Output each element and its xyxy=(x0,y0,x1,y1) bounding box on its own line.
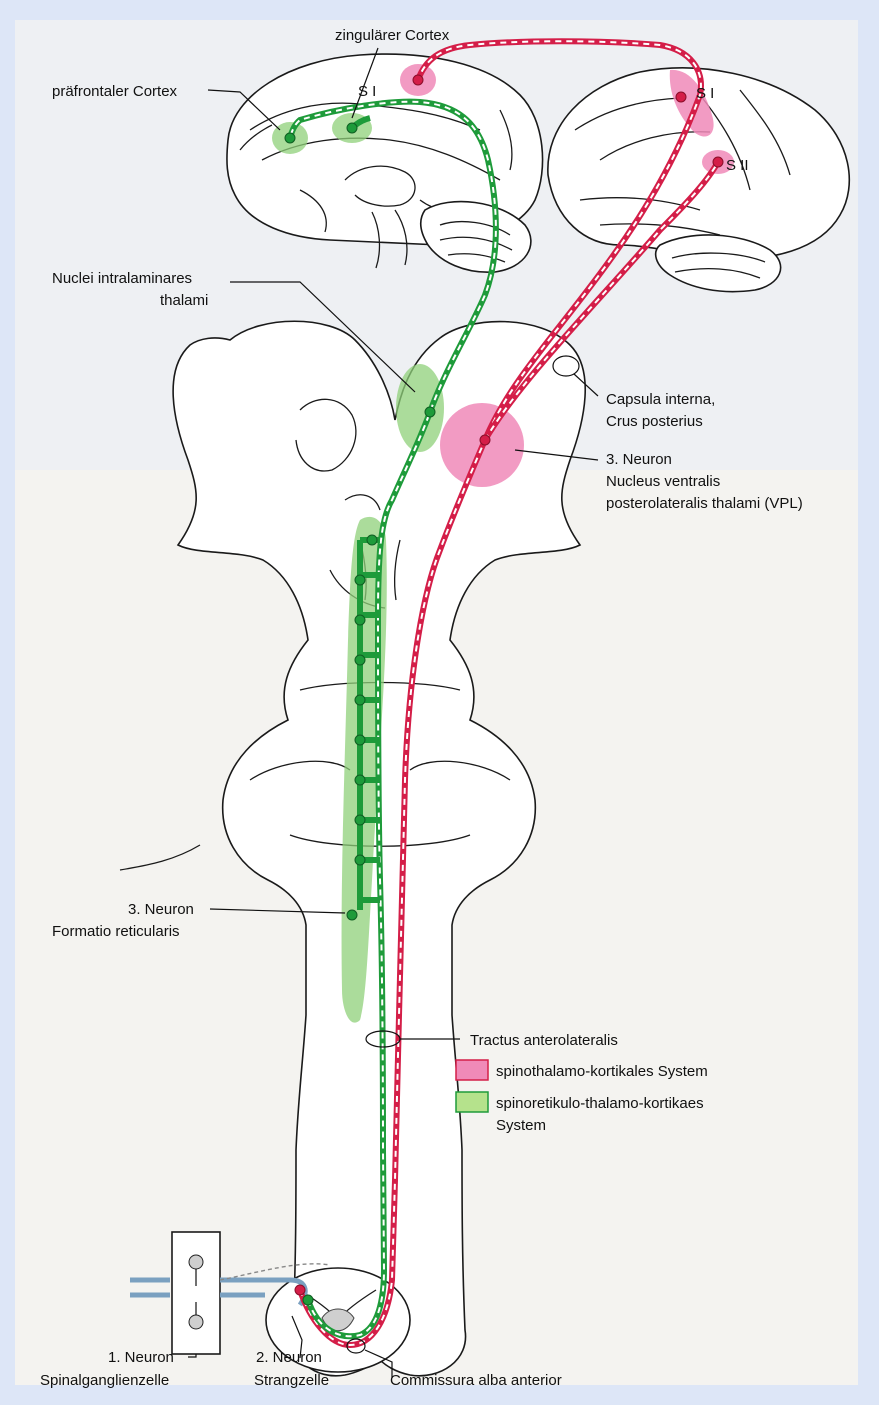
legend-swatch-spinothalamic xyxy=(456,1060,488,1080)
label-capsula-2: Crus posterius xyxy=(606,413,703,430)
label-capsula-1: Capsula interna, xyxy=(606,391,715,408)
label-tractus: Tractus anterolateralis xyxy=(470,1032,618,1049)
label-neuron2-2: Strangzelle xyxy=(254,1372,329,1389)
label-s1-medial: S I xyxy=(358,83,376,100)
legend-label-spinoreticular-2: System xyxy=(496,1117,546,1134)
label-vpl-3: posterolateralis thalami (VPL) xyxy=(606,495,803,512)
label-s1-lateral: S I xyxy=(696,85,714,102)
label-neuron2-1: 2. Neuron xyxy=(256,1349,322,1366)
label-intralaminar-1: Nuclei intralaminares xyxy=(52,270,192,287)
label-vpl-2: Nucleus ventralis xyxy=(606,473,720,490)
legend-label-spinothalamic: spinothalamo-kortikales System xyxy=(496,1063,708,1080)
legend-swatch-spinoreticular xyxy=(456,1092,488,1112)
label-intralaminar-2: thalami xyxy=(160,292,208,309)
label-commissura: Commissura alba anterior xyxy=(390,1372,562,1389)
label-vpl-1: 3. Neuron xyxy=(606,451,672,468)
legend-label-spinoreticular-1: spinoretikulo-thalamo-kortikaes xyxy=(496,1095,704,1112)
label-prefrontal: präfrontaler Cortex xyxy=(52,83,178,100)
label-s2: S II xyxy=(726,157,749,174)
label-reticularis-1: 3. Neuron xyxy=(128,901,194,918)
label-cingulate: zingulärer Cortex xyxy=(335,27,450,44)
label-neuron1-2: Spinalganglienzelle xyxy=(40,1372,169,1389)
spinal-ganglion-box xyxy=(172,1232,220,1354)
label-neuron1-1: 1. Neuron xyxy=(108,1349,174,1366)
label-reticularis-2: Formatio reticularis xyxy=(52,923,180,940)
